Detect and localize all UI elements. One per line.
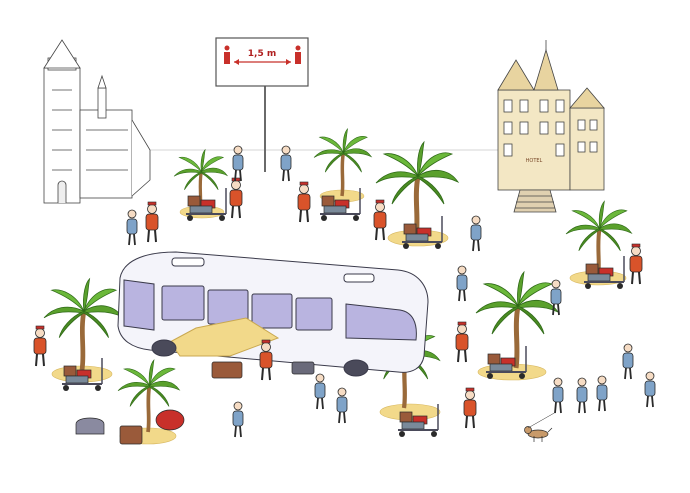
tour-bus [117,251,429,377]
person-icon-right [295,45,301,64]
round-bag [155,409,185,431]
bus-rear-window [345,303,417,341]
suitcase [291,361,315,375]
suitcase [119,425,143,445]
bus-window [295,297,333,331]
hotel-sign: HOTEL [526,158,543,164]
roof-hatch [343,273,375,283]
duffel-bag [75,417,105,435]
dog [524,411,557,442]
distance-sign: 1,5 m [215,37,309,172]
roof-hatch [171,257,205,267]
bus-wheel [343,359,369,377]
grand-hotel-building: HOTEL [497,40,605,213]
luggage-hatch-open [169,317,280,357]
person-icon-left [224,45,230,64]
loose-luggage [75,361,315,445]
bus-wheel [151,339,177,357]
bus-windshield [123,279,155,331]
bus-window [161,285,205,321]
bus-window [251,293,293,329]
suitcase [211,361,243,379]
sign-distance-label: 1,5 m [248,49,276,59]
town-hall-building [43,39,151,204]
